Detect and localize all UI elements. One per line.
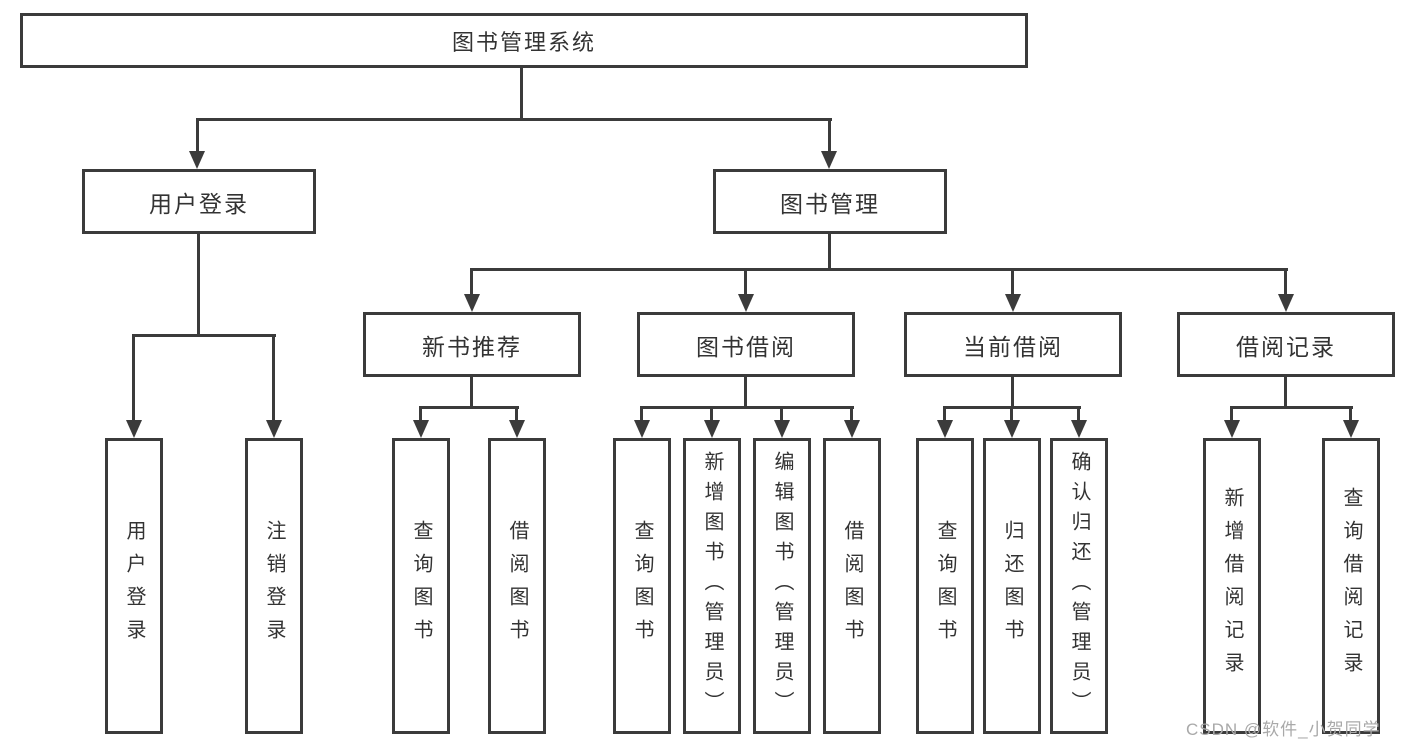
arrow-down-icon: [774, 420, 790, 438]
connector-user-login-rail: [132, 334, 276, 337]
node-book-borrowing: 图书借阅: [637, 312, 855, 377]
leaf-label: 借阅图书: [841, 520, 863, 652]
leaf-query-borrow-record: 查询借阅记录: [1322, 438, 1380, 734]
arrow-down-icon: [937, 420, 953, 438]
leaf-return-books: 归还图书: [983, 438, 1041, 734]
connector-book-borrow-rail: [640, 406, 854, 409]
leaf-confirm-return-admin: 确认归还（管理员）: [1050, 438, 1108, 734]
leaf-label: 查询借阅记录: [1340, 487, 1362, 685]
arrow-down-icon: [1005, 294, 1021, 312]
arrow-down-icon: [189, 151, 205, 169]
connector-drop-borrow-records: [1284, 268, 1287, 296]
arrow-down-icon: [464, 294, 480, 312]
leaf-edit-books-admin: 编辑图书（管理员）: [753, 438, 811, 734]
node-new-book-recommend: 新书推荐: [363, 312, 581, 377]
connector-leaf-drop: [1230, 406, 1233, 422]
connector-leaf-drop: [1010, 406, 1013, 422]
node-borrow-records: 借阅记录: [1177, 312, 1395, 377]
connector-level2-rail: [196, 118, 832, 121]
connector-new-books-rail: [419, 406, 519, 409]
connector-drop-logout-leaf: [272, 334, 275, 422]
connector-drop-book-management: [828, 118, 831, 154]
arrow-down-icon: [821, 151, 837, 169]
connector-leaf-drop: [710, 406, 713, 422]
leaf-label: 借阅图书: [506, 520, 528, 652]
node-library-management-system: 图书管理系统: [20, 13, 1028, 68]
leaf-label: 查询图书: [631, 520, 653, 652]
arrow-down-icon: [413, 420, 429, 438]
arrow-down-icon: [1224, 420, 1240, 438]
leaf-label: 新增借阅记录: [1221, 487, 1243, 685]
arrow-down-icon: [266, 420, 282, 438]
leaf-logout: 注销登录: [245, 438, 303, 734]
connector-leaf-drop: [640, 406, 643, 422]
node-book-management: 图书管理: [713, 169, 947, 234]
node-current-borrowing: 当前借阅: [904, 312, 1122, 377]
connector-leaf-drop: [515, 406, 518, 422]
leaf-borrow-books: 借阅图书: [488, 438, 546, 734]
arrow-down-icon: [704, 420, 720, 438]
node-label: 借阅记录: [1236, 333, 1336, 360]
connector-leaf-drop: [1077, 406, 1080, 422]
connector-borrow-records-rail: [1230, 406, 1353, 409]
leaf-label: 用户登录: [123, 520, 145, 652]
node-label: 当前借阅: [963, 333, 1063, 360]
connector-level3-rail: [470, 268, 1288, 271]
arrow-down-icon: [126, 420, 142, 438]
leaf-label: 查询图书: [410, 520, 432, 652]
connector-new-books-stem: [470, 377, 473, 408]
connector-borrow-records-stem: [1284, 377, 1287, 408]
connector-book-borrow-stem: [744, 377, 747, 408]
node-user-login: 用户登录: [82, 169, 316, 234]
connector-book-management-stem: [828, 234, 831, 270]
connector-leaf-drop: [780, 406, 783, 422]
connector-user-login-stem: [197, 234, 200, 336]
leaf-add-borrow-record: 新增借阅记录: [1203, 438, 1261, 734]
node-label: 图书借阅: [696, 333, 796, 360]
leaf-label: 确认归还（管理员）: [1068, 451, 1090, 721]
leaf-user-login: 用户登录: [105, 438, 163, 734]
leaf-borrow-books: 借阅图书: [823, 438, 881, 734]
connector-drop-login-leaf: [132, 334, 135, 422]
leaf-label: 归还图书: [1001, 520, 1023, 652]
node-label: 用户登录: [149, 190, 249, 217]
connector-leaf-drop: [850, 406, 853, 422]
connector-current-borrow-stem: [1011, 377, 1014, 408]
node-label: 图书管理: [780, 190, 880, 217]
connector-leaf-drop: [1349, 406, 1352, 422]
arrow-down-icon: [1343, 420, 1359, 438]
arrow-down-icon: [844, 420, 860, 438]
connector-leaf-drop: [943, 406, 946, 422]
connector-drop-user-login: [196, 118, 199, 154]
leaf-query-books: 查询图书: [916, 438, 974, 734]
leaf-query-books: 查询图书: [392, 438, 450, 734]
leaf-label: 注销登录: [263, 520, 285, 652]
connector-drop-current-borrow: [1011, 268, 1014, 296]
node-label: 新书推荐: [422, 333, 522, 360]
arrow-down-icon: [1278, 294, 1294, 312]
leaf-label: 查询图书: [934, 520, 956, 652]
connector-leaf-drop: [419, 406, 422, 422]
arrow-down-icon: [634, 420, 650, 438]
node-label: 图书管理系统: [451, 29, 596, 55]
leaf-add-books-admin: 新增图书（管理员）: [683, 438, 741, 734]
connector-drop-new-books: [470, 268, 473, 296]
connector-drop-book-borrow: [744, 268, 747, 296]
connector-root-stem: [520, 68, 523, 120]
csdn-watermark: CSDN @软件_小贺同学: [1186, 720, 1381, 739]
arrow-down-icon: [738, 294, 754, 312]
leaf-label: 编辑图书（管理员）: [771, 451, 793, 721]
arrow-down-icon: [1004, 420, 1020, 438]
arrow-down-icon: [509, 420, 525, 438]
leaf-query-books: 查询图书: [613, 438, 671, 734]
arrow-down-icon: [1071, 420, 1087, 438]
leaf-label: 新增图书（管理员）: [701, 451, 723, 721]
